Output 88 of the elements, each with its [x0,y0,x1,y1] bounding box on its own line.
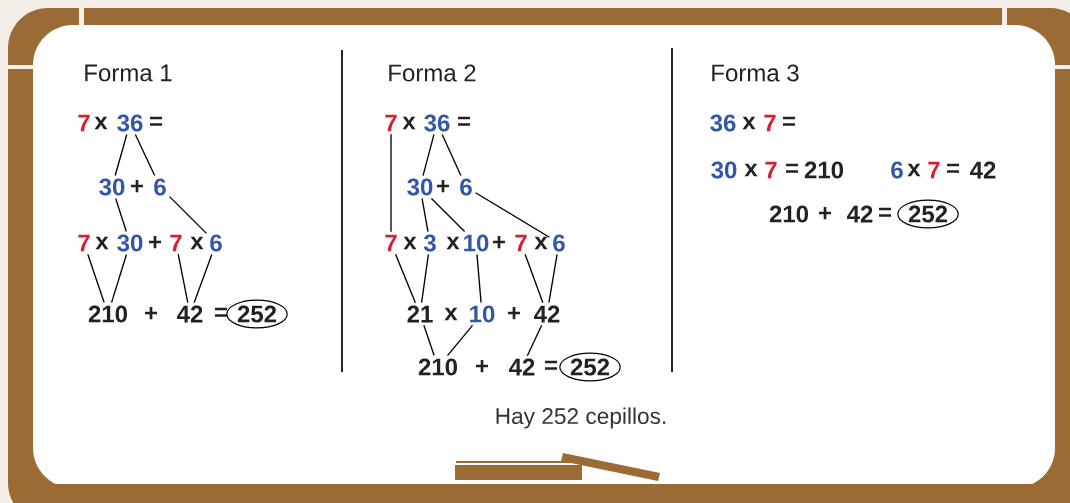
number: 7 [515,234,527,252]
operator-sign: x [534,236,548,250]
operator-sign: x [402,116,416,130]
number: 7 [78,114,90,132]
number: 30 [711,161,737,179]
number: 36 [710,114,736,132]
operator-sign: + [493,235,506,249]
number: 7 [764,114,776,132]
number: 6 [154,178,166,196]
circled-number: 252 [226,299,288,329]
connector-line [114,133,128,177]
number: 42 [534,305,560,323]
connector-line [548,253,558,304]
number: 210 [804,161,844,179]
operator-sign: + [149,235,162,249]
circled-number: 252 [559,352,621,382]
number: 42 [847,205,873,223]
operator-sign: = [783,116,796,126]
connector-line [390,133,392,233]
number: 10 [470,305,495,323]
connector-line [193,253,213,304]
connector-line [423,324,435,357]
operator-sign: + [476,359,489,373]
operator-sign: = [150,116,162,126]
number: 36 [117,114,143,132]
operator-sign: x [742,116,756,130]
number: 210 [88,305,128,323]
operator-sign: = [458,116,471,126]
connector-line [134,133,156,177]
heading: Forma 3 [712,64,799,82]
operator-sign: = [215,307,227,317]
operator-sign: = [786,163,799,173]
connector-line [87,253,105,304]
number: 6 [553,234,565,252]
operator-sign: x [94,116,108,130]
number: 42 [509,358,535,376]
connector-line [394,253,417,304]
operator-sign: x [907,163,921,177]
operator-sign: x [444,307,458,321]
number: 7 [765,161,777,179]
number: 7 [385,234,397,252]
operator-sign: x [190,236,204,250]
number: 7 [78,234,90,252]
operator-sign: x [95,236,109,250]
heading: Forma 2 [389,64,476,82]
number: 210 [418,358,458,376]
number: 210 [769,205,809,223]
operator-sign: + [508,306,521,320]
number: 7 [385,114,397,132]
connector-line [526,324,543,357]
connector-line [110,253,128,304]
operator-sign: + [145,306,158,320]
connector-line [422,133,435,177]
operator-sign: x [744,163,758,177]
operator-sign: + [819,206,832,220]
connector-line [168,195,208,235]
connector-line [441,133,462,177]
number: 6 [210,234,222,252]
number: 3 [423,234,436,252]
number: 30 [99,178,125,196]
answer-sentence: Hay 252 cepillos. [496,407,666,429]
connector-line [420,253,430,304]
connector-line [430,197,466,233]
number: 42 [177,305,203,323]
number: 6 [891,161,903,179]
operator-sign: + [131,179,144,193]
connector-line [421,197,429,233]
number: 6 [460,178,472,196]
operator-sign: = [947,163,960,173]
number: 30 [117,234,143,252]
number: 36 [424,114,450,132]
number: 42 [970,161,996,179]
number: 21 [407,305,433,323]
number: 10 [464,234,489,252]
operator-sign: + [437,179,450,193]
connector-line [474,192,551,238]
operator-sign: x [446,236,460,250]
connector-line [177,253,189,304]
connector-line [446,324,474,357]
connector-line [524,253,544,304]
operator-sign: = [545,360,558,370]
number: 7 [170,234,182,252]
heading: Forma 1 [85,64,172,82]
circled-number: 252 [897,199,959,229]
operator-sign: x [403,236,417,250]
connector-line [115,197,127,233]
connector-line [476,253,482,304]
number: 30 [407,178,433,196]
